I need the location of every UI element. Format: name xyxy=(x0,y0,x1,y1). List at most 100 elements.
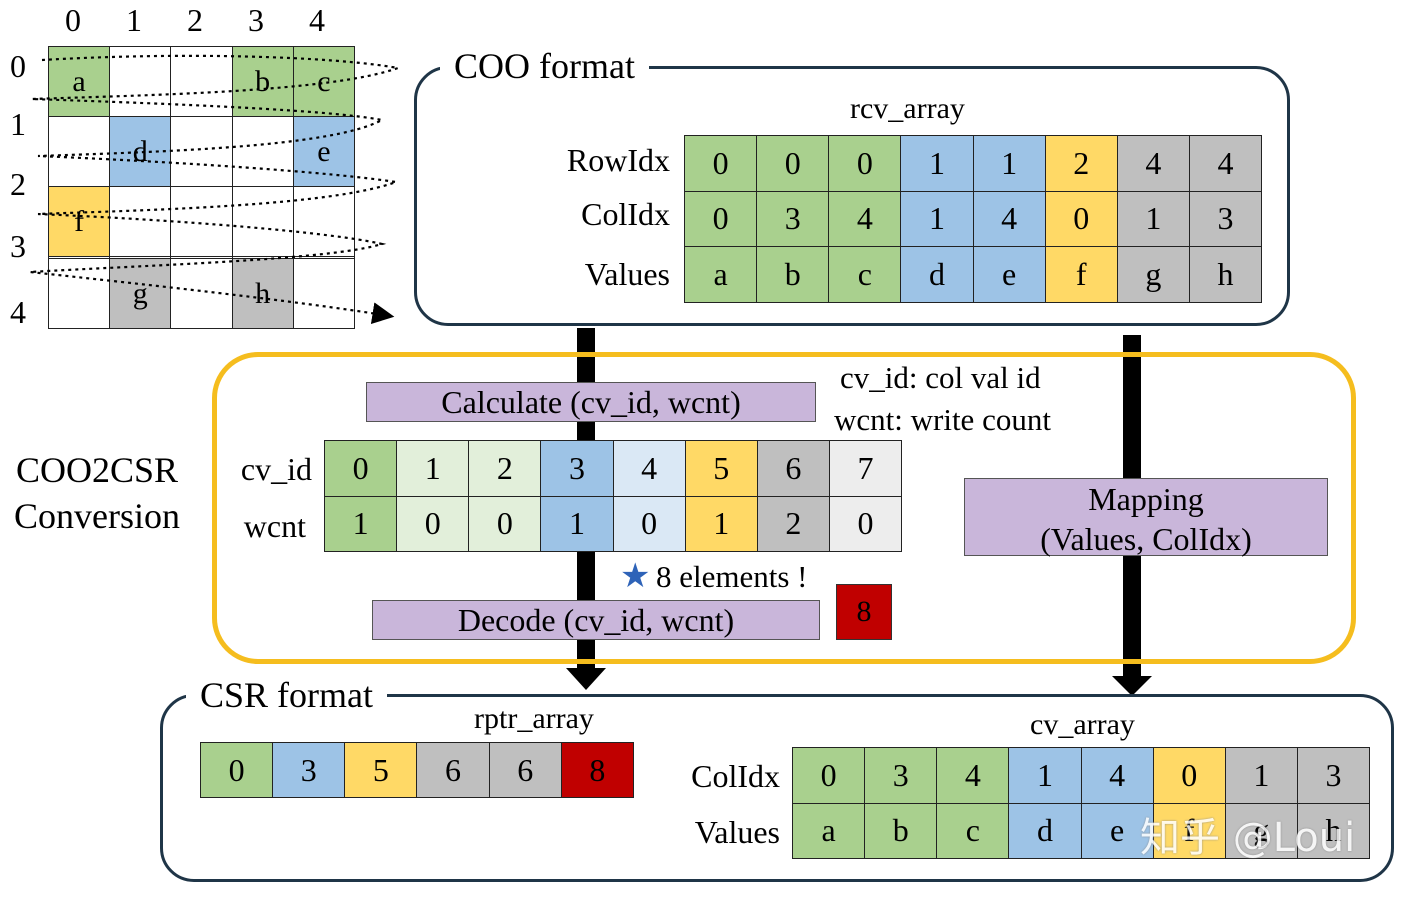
table-cell: 2 xyxy=(1044,135,1118,192)
table-cell: 1 xyxy=(396,440,470,497)
table-cell: 1 xyxy=(1008,747,1082,804)
table-cell: c xyxy=(936,802,1010,859)
star-icon: ★ xyxy=(620,558,651,595)
table-cell: 1 xyxy=(1116,190,1190,248)
coo-format-title: COO format xyxy=(440,48,649,84)
table-cell: h xyxy=(1188,246,1263,303)
table-cell: 1 xyxy=(972,135,1046,192)
table-cell: 8 xyxy=(560,742,635,798)
mapping-box: Mapping (Values, ColIdx) xyxy=(964,478,1328,557)
conversion-panel xyxy=(212,352,1356,664)
table-cell: 7 xyxy=(828,440,903,497)
table-cell: d xyxy=(1008,802,1082,859)
matrix-row: f xyxy=(47,186,356,257)
table-cell: 1 xyxy=(1224,747,1298,804)
table-cell: e xyxy=(972,246,1046,303)
mapping-line2: (Values, ColIdx) xyxy=(1040,521,1252,557)
cv-array-label: cv_array xyxy=(1030,708,1135,741)
right-arrow-head xyxy=(1112,676,1152,696)
table-cell: 4 xyxy=(936,747,1010,804)
table-cell: 0 xyxy=(323,440,398,497)
table-cell: f xyxy=(1152,802,1226,859)
table-cell: 0 xyxy=(828,495,903,552)
table-cell: 3 xyxy=(1188,190,1263,248)
matrix-col-header: 1 xyxy=(126,2,142,38)
table-cell: 5 xyxy=(684,440,758,497)
table-cell: 1 xyxy=(540,495,614,552)
table-cell: 0 xyxy=(1044,190,1118,248)
table-cell: f xyxy=(1044,246,1118,303)
legend-wcnt: wcnt: write count xyxy=(834,402,1051,437)
table-cell: 6 xyxy=(416,742,490,798)
table-cell: 4 xyxy=(1116,135,1190,192)
table-cell: 5 xyxy=(344,742,418,798)
rcv-array-label: rcv_array xyxy=(850,92,965,125)
matrix-cell xyxy=(231,116,294,187)
matrix-col-header: 2 xyxy=(187,2,203,38)
matrix-row-header: 4 xyxy=(10,294,26,330)
table-cell: g xyxy=(1116,246,1190,303)
matrix-cell: f xyxy=(47,186,111,257)
csr-format-panel xyxy=(160,694,1394,882)
table-cell: 4 xyxy=(972,190,1046,248)
left-arrow-head xyxy=(566,668,606,690)
conversion-title-line1: COO2CSR xyxy=(16,450,179,490)
table-cell: 0 xyxy=(396,495,470,552)
table-cell: 1 xyxy=(684,495,758,552)
legend-cv-id: cv_id: col val id xyxy=(840,360,1041,395)
coo-row-label: Values xyxy=(584,256,670,292)
csr-row-label: ColIdx xyxy=(691,758,780,794)
matrix-row-header: 0 xyxy=(10,48,26,84)
table-cell: b xyxy=(756,246,830,303)
matrix-col-header: 0 xyxy=(65,2,81,38)
matrix-col-header: 4 xyxy=(309,2,325,38)
table-cell: 4 xyxy=(612,440,686,497)
table-cell: 6 xyxy=(488,742,562,798)
table-cell: a xyxy=(683,246,758,303)
rptr-array-label: rptr_array xyxy=(474,702,594,735)
coo-row-label: RowIdx xyxy=(566,142,670,178)
table-cell: 3 xyxy=(864,747,938,804)
table-cell: 4 xyxy=(828,190,902,248)
table-cell: 1 xyxy=(323,495,398,552)
table-cell: 0 xyxy=(756,135,830,192)
table-cell: 0 xyxy=(828,135,902,192)
table-cell: g xyxy=(1224,802,1298,859)
matrix-row-header: 2 xyxy=(10,166,26,202)
coo-format-panel xyxy=(414,66,1290,326)
table-cell: 3 xyxy=(756,190,830,248)
table-cell: 0 xyxy=(1152,747,1226,804)
conversion-row-label: cv_id xyxy=(240,451,312,487)
matrix-col-header: 3 xyxy=(248,2,264,38)
conversion-title-line2: Conversion xyxy=(14,496,180,536)
table-cell: 6 xyxy=(756,440,830,497)
table-cell: 0 xyxy=(199,742,274,798)
matrix-cell xyxy=(47,258,111,329)
table-cell: e xyxy=(1080,802,1154,859)
table-cell: 4 xyxy=(1188,135,1263,192)
matrix-cell xyxy=(170,258,233,329)
table-cell: 0 xyxy=(683,190,758,248)
table-cell: 3 xyxy=(272,742,346,798)
table-cell: 3 xyxy=(1296,747,1371,804)
table-cell: 0 xyxy=(468,495,542,552)
table-cell: 3 xyxy=(540,440,614,497)
csr-row-label: Values xyxy=(694,814,780,850)
matrix-cell xyxy=(47,116,111,187)
watermark: 知乎 @Loui xyxy=(1140,815,1356,861)
matrix-cell xyxy=(292,258,356,329)
table-cell: 0 xyxy=(612,495,686,552)
